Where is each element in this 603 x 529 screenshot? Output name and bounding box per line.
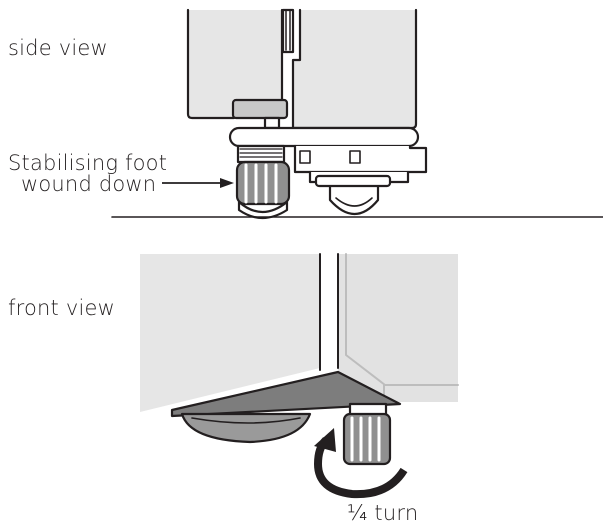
right-arrow-icon (162, 178, 234, 188)
side-cabinet-right-panel (291, 8, 418, 130)
side-castor-wheel (328, 181, 380, 215)
wound-down-label: wound down (21, 172, 157, 196)
front-view-illustration (140, 253, 459, 466)
side-foot-cap (231, 98, 289, 120)
side-view-label: side view (8, 36, 108, 60)
front-castor (180, 412, 312, 444)
front-base-plate (170, 370, 402, 418)
curved-rotation-arrow-icon (313, 428, 408, 499)
side-view-illustration (111, 8, 603, 220)
front-cabinet-panel (140, 254, 320, 412)
front-stabilising-foot (342, 402, 392, 466)
stabilising-foot-label: Stabilising foot (8, 151, 168, 175)
quarter-turn-label: ¼ turn (347, 501, 419, 525)
side-base-plate (228, 126, 420, 148)
side-stabilising-foot (235, 144, 291, 220)
front-right-panel (338, 254, 458, 402)
side-hinge (281, 8, 295, 54)
front-view-label: front view (8, 296, 115, 320)
